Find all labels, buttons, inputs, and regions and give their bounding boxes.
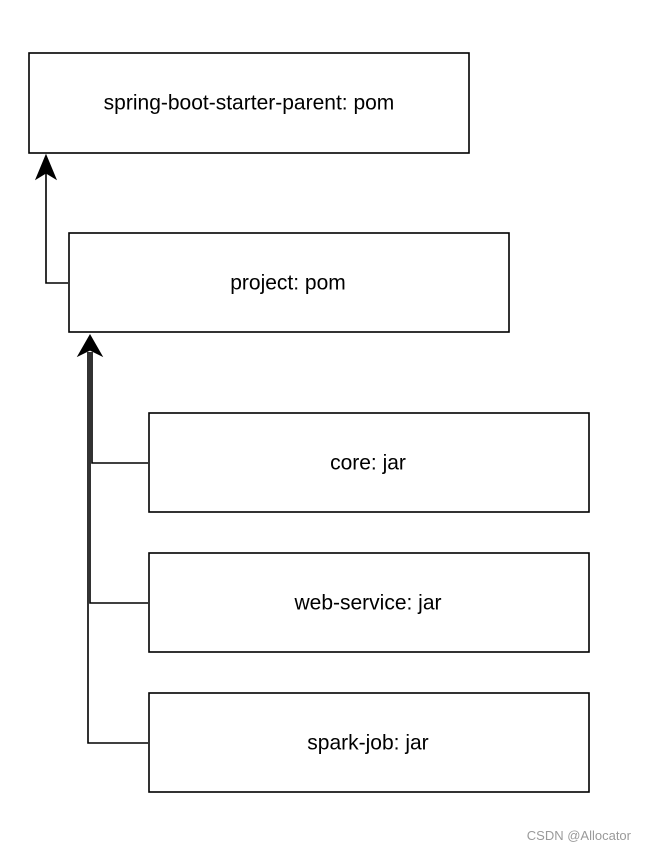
node-box — [148, 552, 590, 653]
connectors — [45, 172, 148, 744]
node-web-service: web-service: jar — [148, 552, 590, 653]
connector-web-service-to-project — [89, 352, 148, 604]
node-label: project: pom — [230, 272, 346, 295]
node-box — [148, 412, 590, 513]
connector-core-to-project — [91, 352, 148, 464]
node-core: core: jar — [148, 412, 590, 513]
arrowhead-to-parent — [34, 153, 58, 181]
watermark: CSDN @Allocator — [526, 828, 631, 843]
node-project: project: pom — [68, 232, 510, 333]
node-spark-job: spark-job: jar — [148, 692, 590, 793]
node-label: spark-job: jar — [307, 732, 428, 755]
node-box — [148, 692, 590, 793]
node-box — [28, 52, 470, 154]
connector-project-to-parent — [45, 172, 68, 284]
connector-spark-job-to-project — [87, 352, 148, 744]
node-parent: spring-boot-starter-parent: pom — [28, 52, 470, 154]
node-label: spring-boot-starter-parent: pom — [104, 92, 395, 115]
arrowheads — [34, 153, 104, 358]
node-label: core: jar — [330, 452, 406, 475]
arrowhead-to-project — [76, 333, 104, 358]
node-box — [68, 232, 510, 333]
node-label: web-service: jar — [293, 592, 441, 615]
